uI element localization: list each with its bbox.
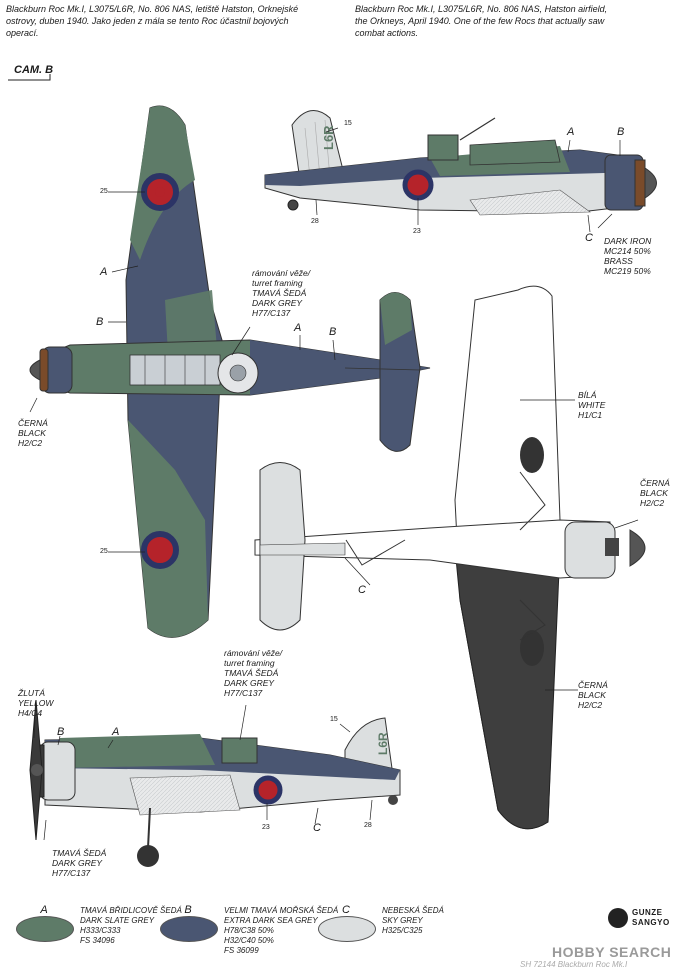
letter-b-top-wing: B [96, 316, 104, 328]
callout-dark-grey-prop: TMAVÁ ŠEDÁ DARK GREY H77/C137 [52, 848, 107, 878]
camouflage-label: CAM. B [14, 64, 54, 76]
callout-black-left: ČERNÁ BLACK H2/C2 [18, 418, 48, 448]
label-15-upper: 15 [344, 120, 352, 127]
letter-a-fuselage: A [294, 322, 302, 334]
underside-view-aircraft [254, 285, 646, 830]
side-view-lower-aircraft [29, 699, 401, 867]
legend-text-a: TMAVÁ BŘIDLICOVĚ ŠEDÁ DARK SLATE GREY H3… [80, 906, 182, 945]
legend-letter-a: A [40, 904, 48, 916]
letter-b-fuselage: B [329, 326, 337, 338]
callout-turret-bottom: rámování věže/ turret framing TMAVÁ ŠEDÁ… [224, 648, 283, 698]
fin-code-lower: L6R [376, 732, 390, 755]
fin-code-upper: L6R [321, 125, 336, 150]
footer-code: SH 72144 Blackburn Roc Mk.I [520, 960, 628, 969]
legend-text-c: NEBESKÁ ŠEDÁ SKY GREY H325/C325 [382, 906, 444, 935]
watermark: HOBBY SEARCH [552, 944, 672, 960]
letter-c-side-lower: C [313, 822, 321, 834]
caption-english: Blackburn Roc Mk.I, L3075/L6R, No. 806 N… [355, 4, 608, 38]
callout-yellow: ŽLUTÁ YELLOW H4/C4 [18, 688, 54, 718]
label-28-upper: 28 [311, 218, 319, 225]
legend-letter-b: B [184, 904, 192, 916]
label-28-lower: 28 [364, 822, 372, 829]
letter-b-side-lower: B [57, 726, 65, 738]
leader-lines [29, 127, 639, 841]
legend-letter-c: C [342, 904, 350, 916]
legend-swatch-b [160, 916, 218, 942]
callout-turret-top: rámování věže/ turret framing TMAVÁ ŠEDÁ… [252, 268, 311, 318]
caption-czech: Blackburn Roc Mk.I, L3075/L6R, No. 806 N… [6, 4, 299, 38]
logo-badge-icon [608, 908, 628, 928]
letter-a-side-lower: A [112, 726, 120, 738]
side-view-upper-aircraft [264, 110, 657, 216]
legend-swatch-a [16, 916, 74, 942]
letter-a-top-wing: A [100, 266, 108, 278]
letter-a-side-upper: A [567, 126, 575, 138]
label-25-bottom: 25 [100, 548, 108, 555]
label-23-upper: 23 [413, 228, 421, 235]
letter-b-side-upper: B [617, 126, 625, 138]
legend-item-b: B VELMI TMAVÁ MOŘSKÁ ŠEDÁ EXTRA DARK SEA… [160, 904, 340, 968]
legend-item-a: A TMAVÁ BŘIDLICOVĚ ŠEDÁ DARK SLATE GREY … [16, 904, 186, 968]
legend-text-b: VELMI TMAVÁ MOŘSKÁ ŠEDÁ EXTRA DARK SEA G… [224, 906, 339, 955]
legend-item-c: C NEBESKÁ ŠEDÁ SKY GREY H325/C325 [318, 904, 488, 968]
callout-spinner-colors: DARK IRON MC214 50% BRASS MC219 50% [604, 236, 652, 276]
letter-c-side-upper: C [585, 232, 593, 244]
top-view-aircraft [29, 105, 431, 638]
gunze-sangyo-logo: GUNZE SANGYO [608, 906, 680, 932]
callout-black-right: ČERNÁ BLACK H2/C2 [640, 478, 670, 508]
label-25-top: 25 [100, 188, 108, 195]
letter-c-tailplane: C [358, 584, 366, 596]
legend-swatch-c [318, 916, 376, 942]
label-23-lower: 23 [262, 824, 270, 831]
label-15-lower: 15 [330, 716, 338, 723]
callout-black-bottom: ČERNÁ BLACK H2/C2 [578, 680, 608, 710]
callout-white: BÍLÁ WHITE H1/C1 [578, 390, 606, 420]
